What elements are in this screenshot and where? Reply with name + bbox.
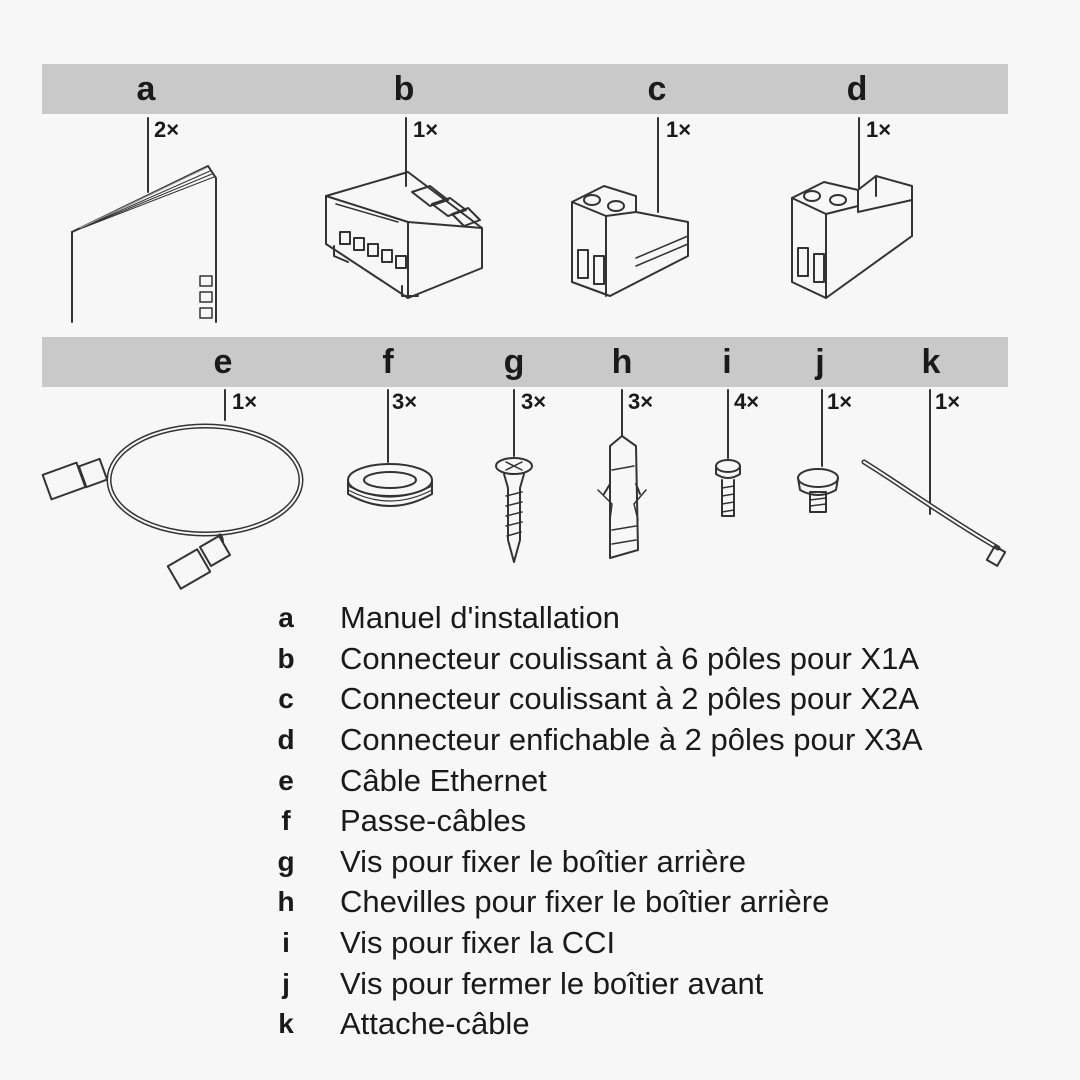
legend-letter: b	[277, 642, 295, 674]
legend-text: Connecteur coulissant à 6 pôles pour X1A	[340, 640, 920, 676]
legend-row-c: c Connecteur coulissant à 2 pôles pour X…	[270, 679, 923, 720]
legend-letter: a	[278, 602, 294, 634]
item-letter-d: d	[846, 70, 868, 108]
legend-row-f: f Passe-câbles	[270, 801, 923, 842]
item-qty-j: 1×	[827, 389, 853, 414]
item-letter-i: i	[722, 343, 732, 381]
connector-2pole-plugin-illustration	[791, 117, 913, 299]
legend-text: Chevilles pour fixer le boîtier arrière	[340, 884, 830, 920]
legend-letter: d	[277, 724, 295, 756]
item-qty-d: 1×	[866, 117, 892, 142]
legend-letter: c	[278, 683, 294, 715]
legend-row-j: j Vis pour fermer le boîtier avant	[270, 963, 923, 1004]
front-cover-screw-illustration	[797, 389, 839, 513]
legend-text: Câble Ethernet	[340, 762, 547, 798]
legend-text: Connecteur coulissant à 2 pôles pour X2A	[340, 681, 920, 717]
cable-tie-illustration	[861, 389, 1007, 567]
item-letter-c: c	[647, 70, 667, 108]
item-qty-i: 4×	[734, 389, 760, 414]
legend-row-g: g Vis pour fixer le boîtier arrière	[270, 842, 923, 883]
pcb-screw-illustration	[715, 389, 741, 517]
item-letter-h: h	[611, 343, 633, 381]
item-letter-b: b	[393, 70, 415, 108]
legend-text: Vis pour fermer le boîtier avant	[340, 965, 764, 1001]
cable-grommet-illustration	[347, 389, 433, 507]
legend-row-h: h Chevilles pour fixer le boîtier arrièr…	[270, 882, 923, 923]
item-qty-k: 1×	[935, 389, 961, 414]
legend-letter: f	[281, 805, 291, 837]
legend-letter: k	[278, 1008, 294, 1040]
header-band-bottom	[42, 337, 1008, 387]
legend-letter: j	[282, 967, 290, 999]
legend-letter: g	[277, 845, 295, 877]
legend: a Manuel d'installation b Connecteur cou…	[270, 598, 923, 1045]
item-qty-f: 3×	[392, 389, 418, 414]
item-qty-a: 2×	[154, 117, 180, 142]
header-band-top	[42, 64, 1008, 114]
item-qty-c: 1×	[666, 117, 692, 142]
legend-text: Passe-câbles	[340, 803, 527, 839]
connector-2pole-sliding-illustration	[571, 117, 689, 297]
item-qty-g: 3×	[521, 389, 547, 414]
legend-text: Connecteur enfichable à 2 pôles pour X3A	[340, 722, 923, 758]
item-letter-k: k	[921, 343, 941, 381]
item-letter-a: a	[136, 70, 156, 108]
legend-row-k: k Attache-câble	[270, 1004, 923, 1045]
legend-row-i: i Vis pour fixer la CCI	[270, 923, 923, 964]
legend-text: Vis pour fixer la CCI	[340, 925, 616, 961]
legend-letter: i	[282, 927, 290, 959]
legend-row-e: e Câble Ethernet	[270, 760, 923, 801]
legend-text: Manuel d'installation	[340, 600, 620, 636]
item-qty-e: 1×	[232, 389, 258, 414]
legend-letter: e	[278, 764, 294, 796]
item-letter-g: g	[503, 343, 525, 381]
item-letter-j: j	[815, 343, 825, 381]
item-qty-h: 3×	[628, 389, 654, 414]
item-qty-b: 1×	[413, 117, 439, 142]
ethernet-cable-illustration	[41, 389, 304, 590]
wall-plug-illustration	[597, 389, 647, 559]
connector-6pole-illustration	[325, 117, 483, 299]
item-letter-f: f	[382, 343, 394, 381]
wood-screw-illustration	[495, 389, 533, 563]
legend-text: Vis pour fixer le boîtier arrière	[340, 843, 747, 879]
legend-row-d: d Connecteur enfichable à 2 pôles pour X…	[270, 720, 923, 761]
legend-row-a: a Manuel d'installation	[270, 598, 923, 639]
legend-text: Attache-câble	[340, 1006, 530, 1042]
manual-illustration	[71, 117, 217, 323]
legend-letter: h	[277, 886, 295, 918]
legend-row-b: b Connecteur coulissant à 6 pôles pour X…	[270, 639, 923, 680]
item-letter-e: e	[213, 343, 233, 381]
